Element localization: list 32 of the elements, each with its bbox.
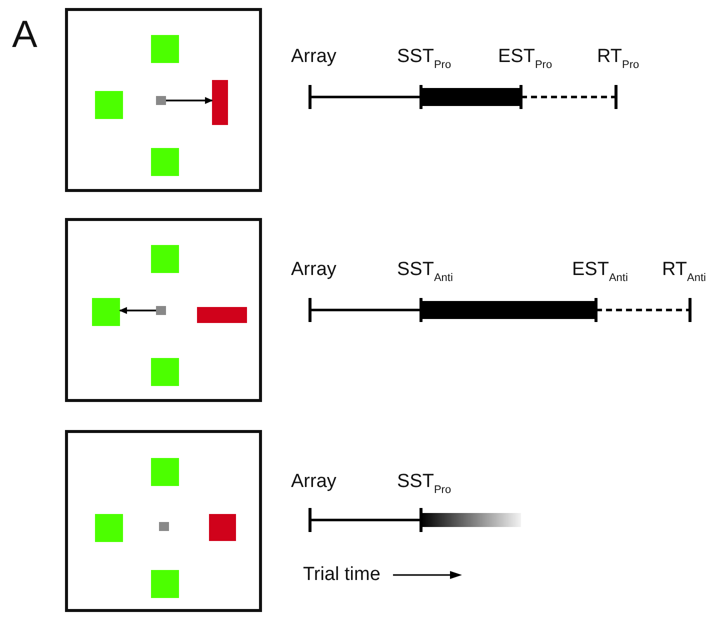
target-square: [209, 514, 236, 541]
event-label: RT$_{Anti}$: [662, 259, 706, 284]
event-label: SST$_{Pro}$: [397, 471, 452, 496]
arrow: [166, 97, 213, 104]
event-label: EST$_{Pro}$: [498, 46, 552, 71]
display-panel: [65, 8, 262, 192]
target-square: [151, 570, 179, 598]
panel-letter: A: [12, 14, 38, 57]
display-panel: [65, 218, 262, 402]
event-label: Array: [291, 259, 336, 281]
event-label: SST$_{Pro}$: [397, 46, 452, 71]
target-square: [151, 35, 179, 63]
target-square: [92, 298, 120, 326]
target-square: [151, 148, 179, 176]
target-square: [95, 91, 123, 119]
target-square: [151, 245, 179, 273]
fixation-point: [159, 522, 169, 531]
arrow: [119, 307, 156, 314]
fixation-point: [156, 96, 166, 105]
event-label: EST$_{Anti}$: [572, 259, 628, 284]
axis-label: Trial time: [303, 564, 380, 586]
target-bar: [212, 80, 228, 125]
event-label: Array: [291, 471, 336, 493]
event-label: RT$_{Pro}$: [597, 46, 640, 71]
target-square: [151, 458, 179, 486]
event-label: SST$_{Anti}$: [397, 259, 453, 284]
fixation-point: [156, 306, 166, 315]
target-square: [95, 514, 123, 542]
target-square: [151, 358, 179, 386]
target-bar: [197, 307, 247, 323]
event-label: Array: [291, 46, 336, 68]
display-panel: [65, 430, 262, 612]
